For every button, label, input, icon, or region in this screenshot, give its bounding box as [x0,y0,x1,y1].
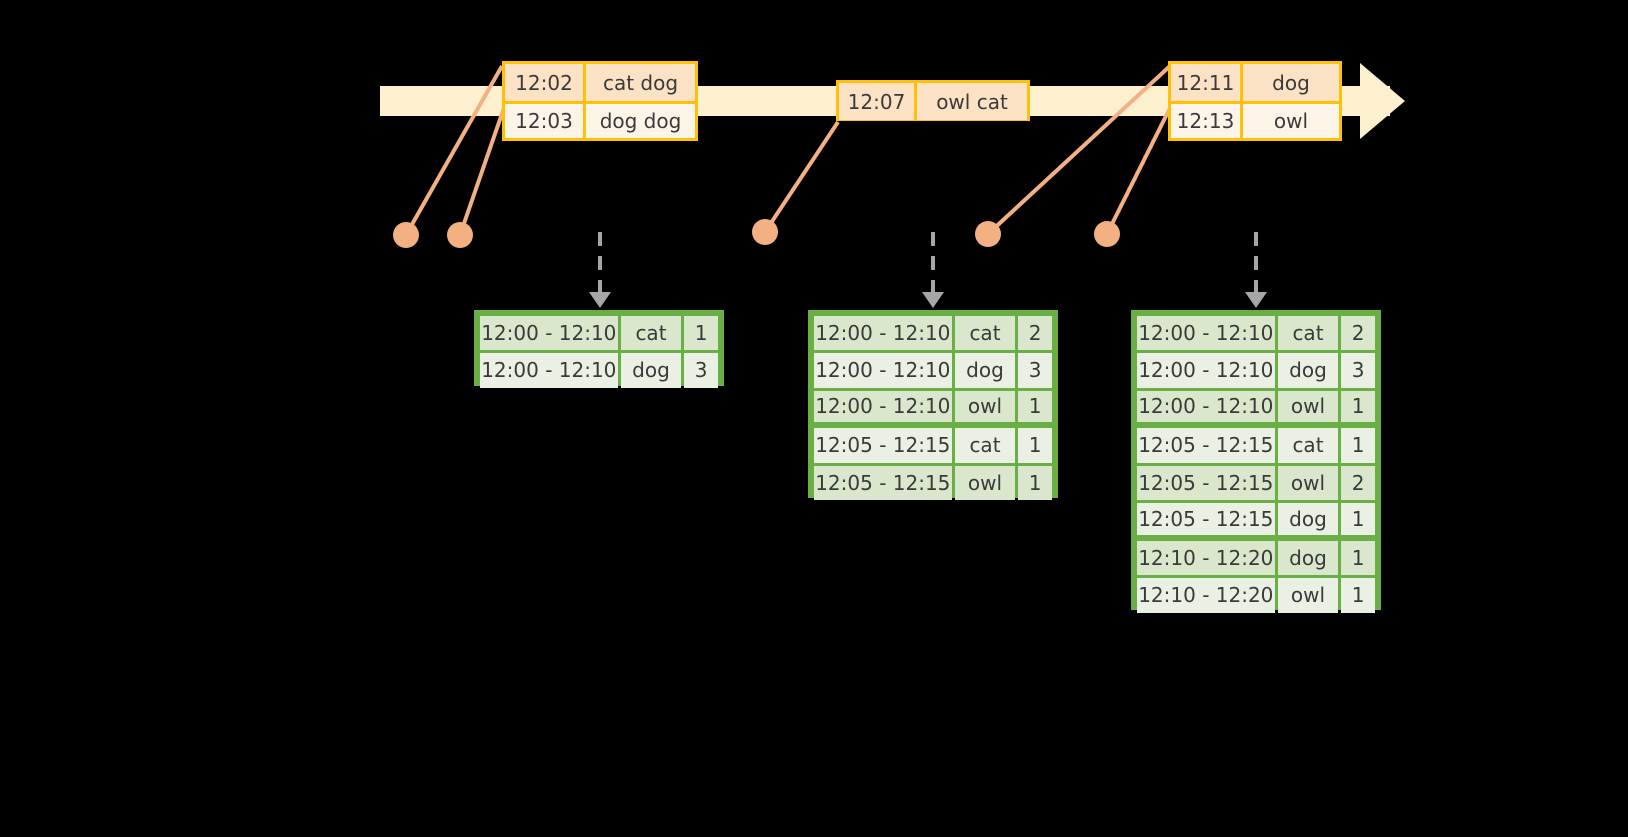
word-cell: cat [621,315,681,350]
arrow-shaft [598,232,602,294]
word-cell: owl [1278,390,1338,422]
arrow-head-icon [922,292,944,308]
event-time: 12:13 [1171,104,1243,138]
event-time: 12:02 [505,64,586,101]
count-cell: 3 [1017,353,1053,388]
word-cell: cat [1278,315,1338,350]
window-cell: 12:00 - 12:10 [813,315,953,350]
word-cell: dog [1278,540,1338,575]
word-cell: cat [955,315,1015,350]
count-cell: 2 [1340,465,1376,500]
table-row: 12:10 - 12:20 dog 1 [1135,539,1377,577]
table-row: 12:05 - 12:15 dog 1 [1135,502,1377,539]
timeline-arrow-head-icon [1360,63,1405,139]
arrow-shaft [931,232,935,294]
table-row: 12:10 - 12:20 owl 1 [1135,577,1377,615]
word-cell: owl [955,390,1015,422]
event-row: 12:11 dog [1171,64,1339,101]
window-cell: 12:10 - 12:20 [1136,540,1276,575]
count-cell: 2 [1017,315,1053,350]
event-row: 12:13 owl [1171,101,1339,138]
event-words: owl [1243,104,1339,138]
connector-dot [975,221,1001,247]
arrow-head-icon [589,292,611,308]
table-row: 12:00 - 12:10 dog 3 [812,352,1054,390]
count-cell: 1 [683,315,719,350]
event-words: cat dog [586,64,695,101]
window-cell: 12:05 - 12:15 [813,465,953,500]
window-cell: 12:00 - 12:10 [1136,353,1276,388]
count-cell: 1 [1017,465,1053,500]
table-row: 12:05 - 12:15 owl 2 [1135,464,1377,502]
table-row: 12:00 - 12:10 cat 2 [1135,314,1377,352]
table-row: 12:05 - 12:15 owl 1 [812,464,1054,502]
window-cell: 12:00 - 12:10 [1136,315,1276,350]
word-cell: owl [955,465,1015,500]
count-cell: 1 [1340,428,1376,463]
dashed-arrow-down-2 [922,232,944,308]
word-cell: cat [1278,428,1338,463]
result-table-2: 12:00 - 12:10 cat 2 12:00 - 12:10 dog 3 … [808,310,1058,500]
event-words: owl cat [917,83,1027,120]
window-cell: 12:00 - 12:10 [813,390,953,422]
word-cell: cat [955,428,1015,463]
dashed-arrow-down-3 [1245,232,1267,308]
dashed-arrow-down-1 [589,232,611,308]
event-row: 12:07 owl cat [839,83,1027,120]
table-row: 12:05 - 12:15 cat 1 [1135,427,1377,465]
event-box-2: 12:07 owl cat [836,80,1030,121]
count-cell: 1 [1340,503,1376,535]
window-cell: 12:05 - 12:15 [1136,503,1276,535]
event-time: 12:11 [1171,64,1243,101]
event-row: 12:02 cat dog [505,64,695,101]
count-cell: 1 [1017,428,1053,463]
table-row: 12:00 - 12:10 cat 1 [478,314,720,352]
count-cell: 3 [683,353,719,388]
count-cell: 1 [1340,578,1376,613]
connector-dot [447,222,473,248]
event-box-1: 12:02 cat dog 12:03 dog dog [502,61,698,141]
count-cell: 1 [1340,540,1376,575]
connector-dot [1094,221,1120,247]
count-cell: 1 [1017,390,1053,422]
event-row: 12:03 dog dog [505,101,695,138]
connector-dot [752,219,778,245]
table-row: 12:00 - 12:10 cat 2 [812,314,1054,352]
arrow-shaft [1254,232,1258,294]
count-cell: 1 [1340,390,1376,422]
event-time: 12:07 [839,83,917,120]
event-time: 12:03 [505,104,586,138]
table-row: 12:00 - 12:10 dog 3 [478,352,720,390]
word-cell: dog [955,353,1015,388]
table-row: 12:00 - 12:10 owl 1 [812,389,1054,427]
table-row: 12:00 - 12:10 owl 1 [1135,389,1377,427]
window-cell: 12:00 - 12:10 [479,353,619,388]
count-cell: 3 [1340,353,1376,388]
window-cell: 12:05 - 12:15 [813,428,953,463]
table-row: 12:00 - 12:10 dog 3 [1135,352,1377,390]
event-box-3: 12:11 dog 12:13 owl [1168,61,1342,141]
word-cell: dog [621,353,681,388]
event-words: dog [1243,64,1339,101]
window-cell: 12:00 - 12:10 [479,315,619,350]
word-cell: dog [1278,503,1338,535]
window-cell: 12:00 - 12:10 [1136,390,1276,422]
arrow-head-icon [1245,292,1267,308]
word-cell: dog [1278,353,1338,388]
window-cell: 12:05 - 12:15 [1136,428,1276,463]
word-cell: owl [1278,465,1338,500]
event-words: dog dog [586,104,695,138]
count-cell: 2 [1340,315,1376,350]
table-row: 12:05 - 12:15 cat 1 [812,427,1054,465]
word-cell: owl [1278,578,1338,613]
window-cell: 12:00 - 12:10 [813,353,953,388]
window-cell: 12:05 - 12:15 [1136,465,1276,500]
window-cell: 12:10 - 12:20 [1136,578,1276,613]
connector-dot [393,222,419,248]
result-table-1: 12:00 - 12:10 cat 1 12:00 - 12:10 dog 3 [474,310,724,388]
result-table-3: 12:00 - 12:10 cat 2 12:00 - 12:10 dog 3 … [1131,310,1381,613]
